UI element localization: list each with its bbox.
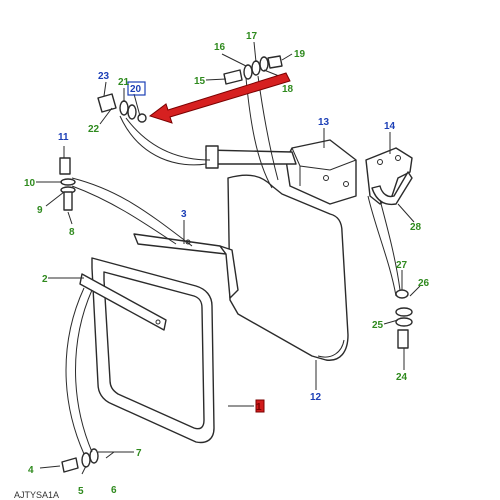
callout-1-highlight bbox=[255, 399, 265, 413]
fastener-stack-left bbox=[97, 93, 147, 123]
callout-2[interactable]: 2 bbox=[42, 274, 48, 285]
callout-3[interactable]: 3 bbox=[181, 209, 187, 220]
mud-flap bbox=[227, 174, 349, 361]
callout-8[interactable]: 8 bbox=[69, 227, 75, 238]
fastener-stack-top bbox=[223, 55, 283, 85]
callout-21[interactable]: 21 bbox=[118, 77, 130, 88]
callout-13[interactable]: 13 bbox=[318, 117, 330, 128]
upper-bracket bbox=[285, 139, 357, 205]
diagram-code: AJTYSA1A bbox=[14, 490, 59, 500]
callout-25[interactable]: 25 bbox=[372, 320, 384, 331]
callout-labels: 1 2 3 4 5 6 7 8 9 10 11 12 13 14 15 16 1… bbox=[24, 31, 430, 497]
assembly-lines bbox=[65, 75, 401, 455]
support-bar bbox=[205, 145, 297, 169]
callout-23[interactable]: 23 bbox=[98, 71, 110, 82]
fastener-stack-bottom bbox=[61, 448, 99, 473]
callout-27[interactable]: 27 bbox=[396, 260, 408, 271]
callout-6[interactable]: 6 bbox=[111, 485, 117, 496]
callout-28[interactable]: 28 bbox=[410, 222, 422, 233]
callout-17[interactable]: 17 bbox=[246, 31, 258, 42]
callout-26[interactable]: 26 bbox=[418, 278, 430, 289]
leader-lines bbox=[36, 41, 421, 475]
red-arrow-shape bbox=[148, 72, 291, 124]
callout-19[interactable]: 19 bbox=[294, 49, 306, 60]
callout-1[interactable]: 1 bbox=[256, 402, 262, 413]
callout-22[interactable]: 22 bbox=[88, 124, 100, 135]
hook-strap bbox=[371, 171, 413, 206]
red-indicator-arrow bbox=[148, 72, 291, 124]
callout-24[interactable]: 24 bbox=[396, 372, 408, 383]
callout-14[interactable]: 14 bbox=[384, 121, 396, 132]
strip-bracket bbox=[133, 233, 239, 299]
callout-20-highlight bbox=[127, 81, 146, 96]
callout-5[interactable]: 5 bbox=[78, 486, 84, 497]
callout-20[interactable]: 20 bbox=[130, 84, 142, 95]
callout-4[interactable]: 4 bbox=[28, 465, 34, 476]
callout-10[interactable]: 10 bbox=[24, 178, 36, 189]
callout-16[interactable]: 16 bbox=[214, 42, 226, 53]
retaining-strip bbox=[79, 273, 167, 331]
flap-frame bbox=[91, 257, 215, 444]
callout-7[interactable]: 7 bbox=[136, 448, 142, 459]
callout-15[interactable]: 15 bbox=[194, 76, 206, 87]
callout-9[interactable]: 9 bbox=[37, 205, 43, 216]
fastener-stack-mid-left bbox=[59, 157, 76, 211]
callout-12[interactable]: 12 bbox=[310, 392, 322, 403]
fastener-stack-right bbox=[395, 289, 413, 349]
callout-11[interactable]: 11 bbox=[58, 132, 69, 143]
callout-18[interactable]: 18 bbox=[282, 84, 294, 95]
